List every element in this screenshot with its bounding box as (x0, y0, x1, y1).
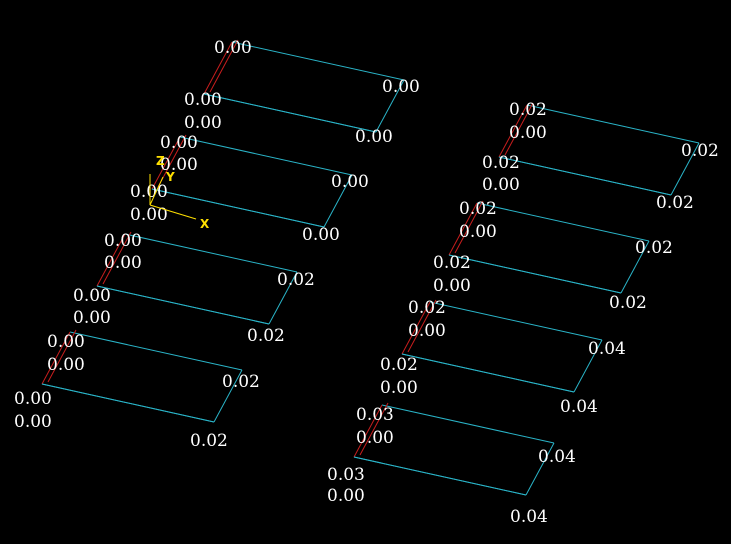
y-axis-label: Y (165, 170, 175, 184)
label-r6-near-top: 0.02 (380, 355, 418, 375)
label-l2-near-bottom: 0.00 (160, 155, 198, 175)
label-r1-far-bottom: 0.02 (656, 193, 694, 213)
right-frame-2-rear-edge (476, 202, 650, 242)
right-frame-1-right-edge (670, 142, 700, 196)
label-l1-far-end: 0.00 (382, 77, 420, 97)
label-l6-near-bottom: 0.00 (47, 355, 85, 375)
left-frame-3-mid-edge (96, 285, 270, 325)
label-l4-far-top: 0.02 (277, 270, 315, 290)
label-r4-near-top: 0.02 (433, 253, 471, 273)
label-r7-near-bottom: 0.00 (356, 428, 394, 448)
label-l2-far-top: 0.00 (331, 172, 369, 192)
label-r2-near-bottom: 0.00 (482, 175, 520, 195)
right-frame-4-left-member-b (359, 402, 389, 456)
right-frame-2-left-member (448, 202, 478, 256)
label-l3-near-bottom: 0.00 (130, 205, 168, 225)
label-r2-far-top: 0.02 (635, 238, 673, 258)
left-frame-2-right-edge (323, 174, 353, 228)
label-l4-near-top: 0.00 (104, 231, 142, 251)
left-frame-3-left-member (96, 233, 126, 287)
label-r1-near-top: 0.02 (509, 100, 547, 120)
right-stack-labels: 0.02 0.00 0.02 0.02 0.00 0.02 0.02 0.00 … (327, 100, 719, 527)
label-l1-far-bottom: 0.00 (355, 127, 393, 147)
label-r4-near-bottom: 0.00 (433, 276, 471, 296)
label-l5-far-bottom: 0.02 (247, 326, 285, 346)
label-l6-far-top: 0.02 (222, 372, 260, 392)
label-l5-near-bottom: 0.00 (73, 308, 111, 328)
right-frame-2-left-member-b (454, 200, 484, 254)
right-frame-3-rear-edge (429, 301, 603, 341)
right-frame-4-left-member (353, 404, 383, 458)
right-frame-1-left-member (498, 104, 528, 158)
label-l3-far-bottom: 0.00 (302, 225, 340, 245)
label-r5-near-bottom: 0.00 (408, 321, 446, 341)
right-frame-2-mid-edge (448, 254, 622, 294)
left-stack-labels: 0.00 0.00 0.00 0.00 0.00 0.00 0.00 0.00 … (14, 38, 420, 451)
label-r5-near-top: 0.02 (408, 298, 446, 318)
label-r4-far-top: 0.04 (538, 447, 576, 467)
frame-wireframe (41, 39, 700, 496)
label-l7-near-top: 0.00 (14, 389, 52, 409)
left-frame-1-left-member-b (209, 39, 239, 93)
label-l6-near-top: 0.00 (47, 332, 85, 352)
x-axis-line (149, 204, 197, 220)
left-frame-4-mid-edge (41, 383, 215, 423)
right-frame-3-right-edge (573, 339, 603, 393)
right-frame-4-rear-edge (381, 404, 555, 444)
label-r3-far-top: 0.04 (588, 339, 626, 359)
right-frame-2-right-edge (620, 240, 650, 294)
label-l1-near-top: 0.00 (184, 90, 222, 110)
left-frame-3-right-edge (268, 271, 298, 325)
right-frame-4-mid-edge (353, 456, 527, 496)
left-frame-4-left-member-b (47, 329, 77, 383)
right-frame-1-left-member-b (504, 102, 534, 156)
left-frame-1-right-edge (375, 79, 405, 133)
label-l3-near-top: 0.00 (130, 182, 168, 202)
y-axis-line (149, 176, 164, 206)
label-r3-far-bottom: 0.04 (560, 397, 598, 417)
right-frame-3-left-member-b (407, 299, 437, 353)
label-l4-near-bottom: 0.00 (104, 253, 142, 273)
left-frame-1-mid-edge (203, 93, 377, 133)
left-frame-4-right-edge (213, 369, 243, 423)
label-l7-far-bottom: 0.02 (190, 431, 228, 451)
label-l7-near-bottom: 0.00 (14, 412, 52, 432)
right-frame-3-left-member (401, 301, 431, 355)
label-l1-far-top: 0.00 (214, 38, 252, 58)
left-frame-3-rear-edge (124, 233, 298, 273)
label-r3-near-bottom: 0.00 (459, 222, 497, 242)
label-r6-near-bottom: 0.00 (380, 378, 418, 398)
label-r4-far-bottom: 0.04 (510, 507, 548, 527)
left-frame-2-rear-edge (179, 136, 353, 176)
left-frame-4-rear-edge (69, 331, 243, 371)
left-frame-1-rear-edge (231, 41, 405, 81)
label-r8-near-bottom: 0.00 (327, 486, 365, 506)
label-r2-far-bottom: 0.02 (609, 293, 647, 313)
left-frame-4-left-member (41, 331, 71, 385)
label-l1-near-bottom: 0.00 (184, 113, 222, 133)
label-r1-far-top: 0.02 (681, 141, 719, 161)
axis-triad: X Y Z (149, 154, 210, 231)
left-frame-2-left-member (151, 136, 181, 190)
x-axis-label: X (200, 217, 210, 231)
right-frame-1-mid-edge (498, 156, 672, 196)
right-frame-3-mid-edge (401, 353, 575, 393)
label-r3-near-top: 0.02 (459, 199, 497, 219)
label-r8-near-top: 0.03 (327, 465, 365, 485)
label-r7-near-top: 0.03 (356, 405, 394, 425)
left-frame-3-left-member-b (102, 231, 132, 285)
left-frame-1-left-member (203, 41, 233, 95)
right-frame-4-right-edge (525, 442, 555, 496)
right-frame-1-rear-edge (526, 104, 700, 144)
label-r2-near-top: 0.02 (482, 153, 520, 173)
left-frame-2-mid-edge (151, 188, 325, 228)
label-l2-near-top: 0.00 (160, 133, 198, 153)
label-l5-near-top: 0.00 (73, 286, 111, 306)
z-axis-label: Z (156, 154, 165, 168)
label-r1-near-bottom: 0.00 (509, 123, 547, 143)
